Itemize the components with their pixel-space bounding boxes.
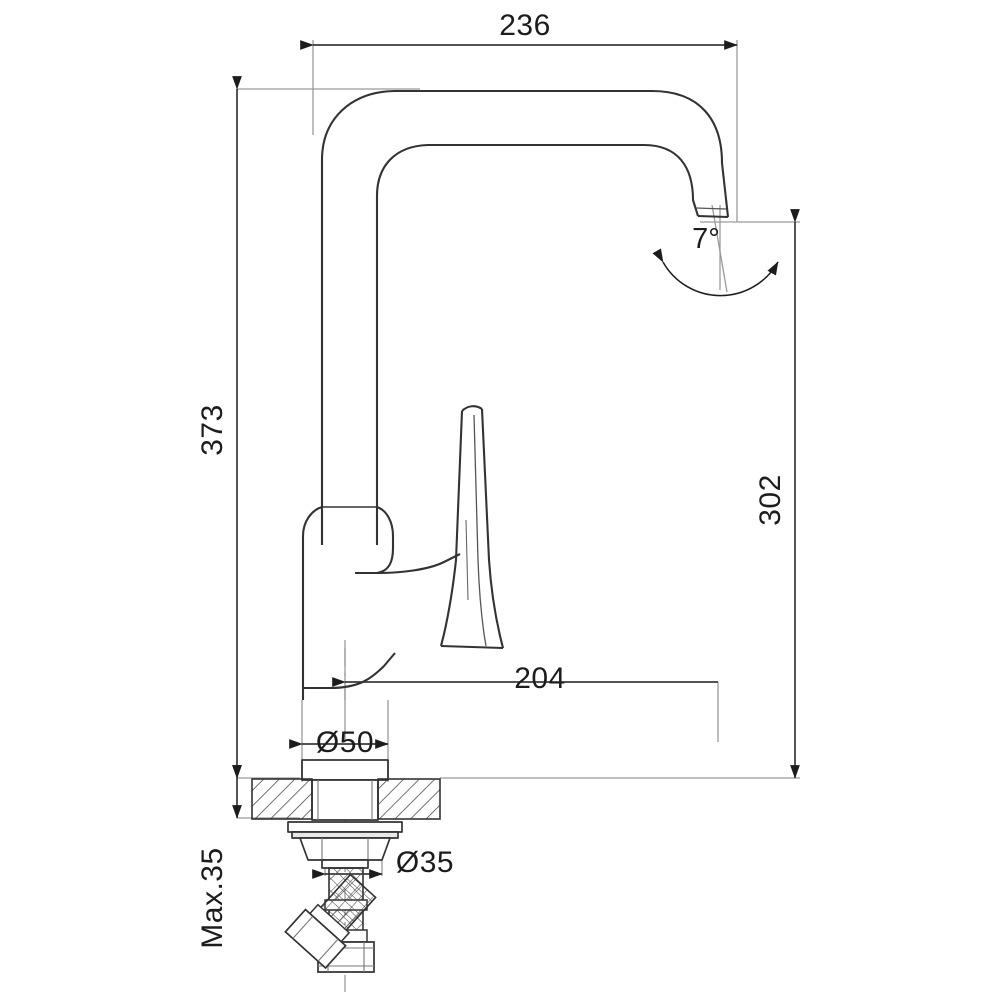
- dim-label-total-height: 373: [196, 404, 229, 456]
- dim-label-spout-projection: 204: [514, 662, 566, 695]
- dim-label-spout-reach: 236: [499, 9, 551, 42]
- faucet-spout: [320, 89, 730, 545]
- mounting-base: [301, 759, 389, 821]
- dim-label-counter-thickness: Max.35: [196, 847, 229, 948]
- faucet-body: [301, 505, 461, 700]
- countertop-section: [251, 778, 441, 820]
- fixing-nut: [287, 821, 403, 869]
- dim-label-spout-height: 302: [754, 474, 787, 526]
- dim-label-hole-diameter: Ø35: [396, 846, 454, 879]
- dim-label-base-diameter: Ø50: [316, 726, 374, 759]
- dim-label-outlet-angle: 7°: [692, 223, 720, 255]
- lever-handle: [439, 405, 505, 650]
- braided-supply-hoses: [284, 867, 377, 973]
- dimension-lines: [232, 40, 800, 879]
